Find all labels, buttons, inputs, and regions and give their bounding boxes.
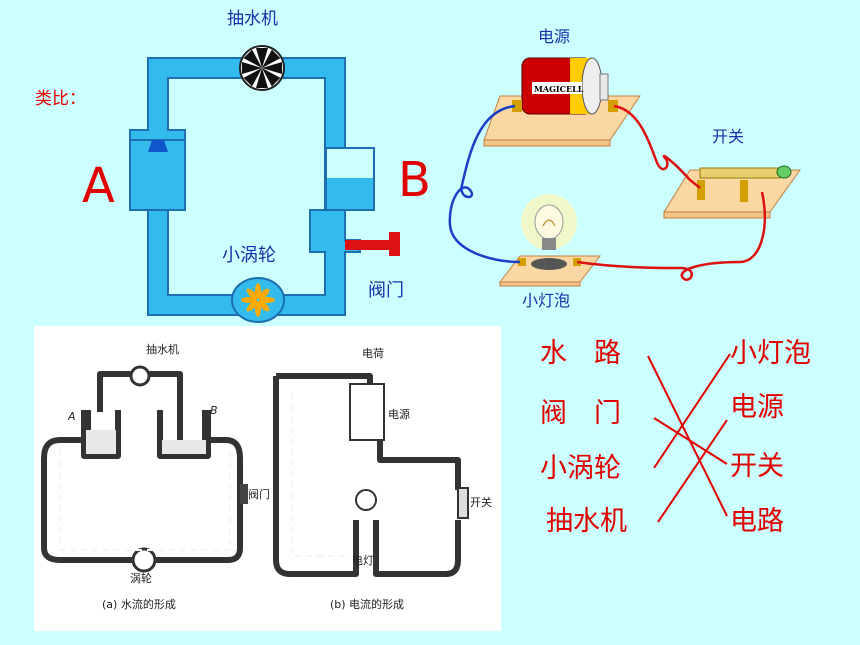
match-line-turbine-bulb	[653, 353, 731, 469]
blue-wire	[448, 104, 521, 264]
valve-stem	[345, 240, 390, 250]
matching-exercise: 水 路 阀 门 小涡轮 抽水机 小灯泡 电源 开关 电路	[540, 338, 811, 537]
point-a-label: A	[82, 158, 115, 214]
match-right-0: 小灯泡	[730, 338, 811, 369]
bulb-label: 小灯泡	[522, 291, 570, 310]
match-left-2: 小涡轮	[540, 453, 621, 484]
bulb-icon	[521, 194, 577, 270]
switch-label: 开关	[712, 127, 744, 146]
switch-icon	[697, 165, 792, 202]
fig-switch: 开关	[470, 495, 492, 509]
match-right-2: 开关	[730, 451, 784, 482]
red-wire-bottom	[576, 191, 766, 281]
figure-lamp-icon	[355, 489, 377, 511]
match-left-3: 抽水机	[546, 506, 627, 537]
match-line-pump-source	[657, 419, 728, 523]
valve-label: 阀门	[368, 280, 404, 301]
water-circuit: 抽水机 类比： A B 小涡轮 阀门	[35, 9, 431, 323]
fig-caption-b: (b) 电流的形成	[330, 597, 404, 611]
figure-turbine-icon	[131, 547, 157, 573]
fig-pump: 抽水机	[146, 342, 179, 356]
nozzle	[148, 140, 168, 152]
match-line-valve-switch	[653, 417, 728, 465]
battery-icon: MAGICELL	[521, 57, 609, 115]
analogy-label: 类比：	[35, 89, 86, 109]
electric-circuit: MAGICELL 电源 开关 小灯泡	[448, 27, 801, 310]
battery-brand: MAGICELL	[534, 84, 584, 94]
figure-source-icon	[349, 383, 385, 441]
tank-b-water	[327, 178, 373, 209]
fig-b: B	[210, 404, 218, 417]
fig-charge: 电荷	[362, 347, 384, 360]
fig-valve: 阀门	[248, 487, 270, 501]
valve-handle	[389, 232, 400, 256]
figure-pump-icon	[129, 365, 151, 387]
fig-lamp: 电灯	[352, 554, 374, 567]
power-label: 电源	[538, 27, 570, 46]
figure-water-flow: 抽水机 A B 阀门 涡轮 (a) 水流的形成	[41, 342, 270, 611]
turbine-icon	[231, 277, 285, 323]
turbine-label: 小涡轮	[222, 245, 276, 266]
match-left-0: 水 路	[540, 338, 621, 369]
point-b-label: B	[398, 152, 431, 208]
match-left-1: 阀 门	[540, 398, 621, 429]
pump-label: 抽水机	[227, 9, 278, 29]
red-wire-top	[613, 104, 701, 189]
match-right-1: 电源	[730, 392, 784, 423]
match-line-water-circuit	[647, 355, 728, 517]
fig-a: A	[67, 410, 76, 423]
fig-turbine: 涡轮	[130, 571, 152, 585]
fig-source: 电源	[388, 407, 410, 421]
pump-fan-icon	[239, 45, 285, 91]
match-right-3: 电路	[730, 506, 784, 537]
figure-electric-flow: 电荷 电源 开关 电灯 (b) 电流的形成	[273, 347, 492, 611]
fig-caption-a: (a) 水流的形成	[102, 597, 176, 611]
